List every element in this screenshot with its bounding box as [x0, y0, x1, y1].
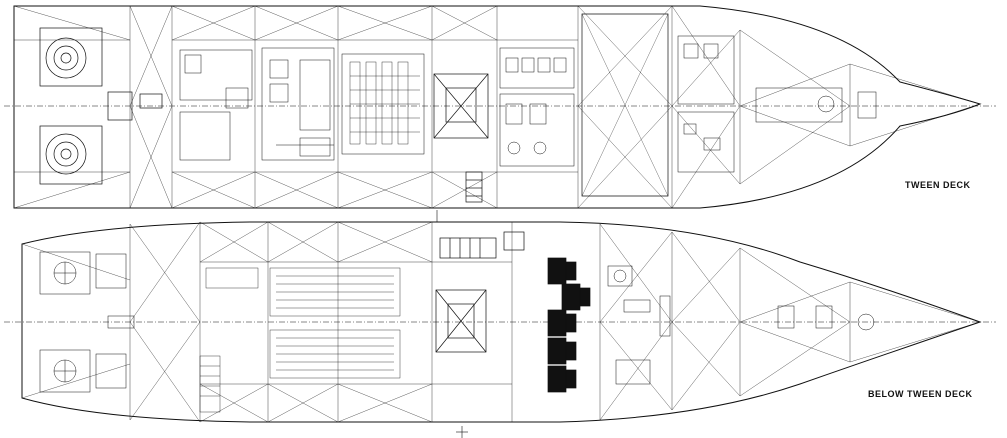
tween-deck-machinery-rooms [499, 47, 575, 167]
tween-deck-label: TWEEN DECK [905, 180, 971, 190]
tween-deck-forward-rooms [677, 35, 877, 173]
tween-deck-thrusters [39, 27, 163, 185]
below-tween-deck-plan [4, 221, 996, 423]
tween-deck-cargo-hold [581, 13, 669, 197]
tween-deck-accommodation [179, 47, 425, 161]
midship-mark [436, 210, 468, 438]
tween-deck-plan [4, 5, 996, 209]
below-tween-deck-engine-casing [435, 231, 525, 353]
below-tween-deck-label: BELOW TWEEN DECK [868, 389, 973, 399]
below-tween-deck-stern-tanks [39, 251, 135, 393]
tween-deck-engine-casing [433, 73, 489, 203]
below-tween-deck-battery-racks [199, 267, 401, 413]
below-tween-deck-aux-machinery [607, 265, 875, 385]
below-tween-deck-generator-sets [547, 257, 591, 393]
